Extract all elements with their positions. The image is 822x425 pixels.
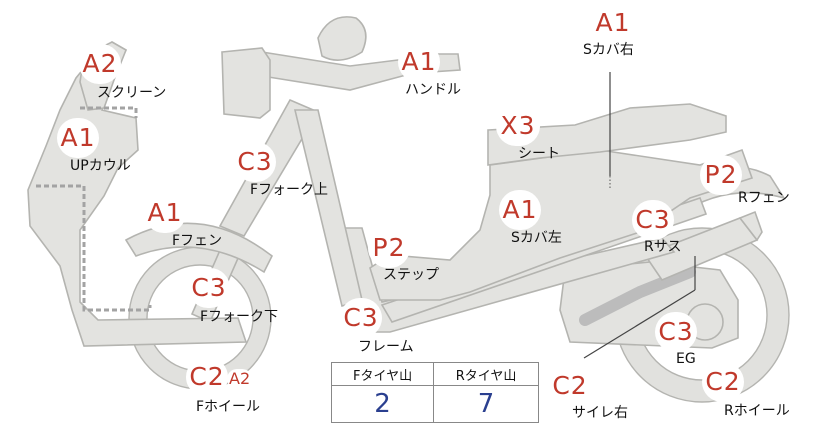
mirror-shape bbox=[317, 16, 367, 61]
grade-badge-left-cover: A1 bbox=[499, 190, 541, 230]
label-step: ステップ bbox=[383, 267, 439, 283]
grade-badge-front-fork-upper: C3 bbox=[234, 142, 276, 182]
grade-badge-front-fender: A1 bbox=[144, 193, 186, 233]
rear-tread-header: Rタイヤ山 bbox=[433, 362, 539, 386]
grade-badge-step: P2 bbox=[368, 228, 410, 268]
label-frame: フレーム bbox=[358, 339, 414, 355]
grade-badge-right-cover: A1 bbox=[592, 3, 634, 43]
muffler-guide-line bbox=[583, 289, 696, 359]
grade-badge-up-cowl: A1 bbox=[57, 118, 99, 158]
label-seat: シート bbox=[518, 146, 560, 162]
grade-badge-seat: X3 bbox=[496, 106, 540, 146]
label-front-fender: Fフェン bbox=[172, 233, 223, 249]
grade-badge-rear-fender: P2 bbox=[700, 155, 742, 195]
grade-badge-frame: C3 bbox=[340, 298, 382, 338]
grade-badge-front-fork-lower: C3 bbox=[188, 268, 230, 308]
label-handle: ハンドル bbox=[405, 82, 461, 98]
grade-badge-engine: C3 bbox=[655, 312, 697, 352]
seat-shape bbox=[487, 103, 727, 166]
label-front-fork-upper: Fフォーク上 bbox=[250, 182, 329, 198]
grade-badge-front-wheel-extra: A2 bbox=[227, 369, 253, 389]
label-muffler-right: サイレ右 bbox=[572, 405, 628, 421]
grade-badge-handle: A1 bbox=[398, 42, 440, 82]
grade-badge-muffler-right: C2 bbox=[549, 366, 591, 406]
label-front-fork-lower: Fフォーク下 bbox=[200, 309, 279, 325]
grade-badge-rear-wheel: C2 bbox=[702, 362, 744, 402]
grade-badge-rear-suspension: C3 bbox=[632, 200, 674, 240]
label-front-wheel: Fホイール bbox=[196, 399, 261, 415]
label-rear-suspension: Rサス bbox=[644, 239, 682, 255]
label-engine: EG bbox=[676, 351, 696, 367]
front-tread-value: 2 bbox=[330, 385, 435, 423]
headlight-shape bbox=[221, 47, 271, 119]
frame-down-tube-shape bbox=[293, 109, 363, 308]
label-up-cowl: UPカウル bbox=[70, 158, 131, 174]
tire-tread-table: Fタイヤ山 Rタイヤ山 2 7 bbox=[330, 362, 539, 423]
grade-badge-front-wheel: C2 bbox=[186, 357, 228, 397]
label-right-cover: Sカバ右 bbox=[583, 42, 634, 58]
label-left-cover: Sカバ左 bbox=[511, 230, 562, 246]
grade-badge-screen: A2 bbox=[79, 44, 121, 84]
rear-tread-value: 7 bbox=[433, 385, 539, 423]
front-tread-header: Fタイヤ山 bbox=[330, 362, 435, 386]
label-rear-wheel: Rホイール bbox=[724, 403, 790, 419]
label-screen: スクリーン bbox=[97, 85, 167, 101]
label-rear-fender: Rフェン bbox=[738, 190, 790, 206]
